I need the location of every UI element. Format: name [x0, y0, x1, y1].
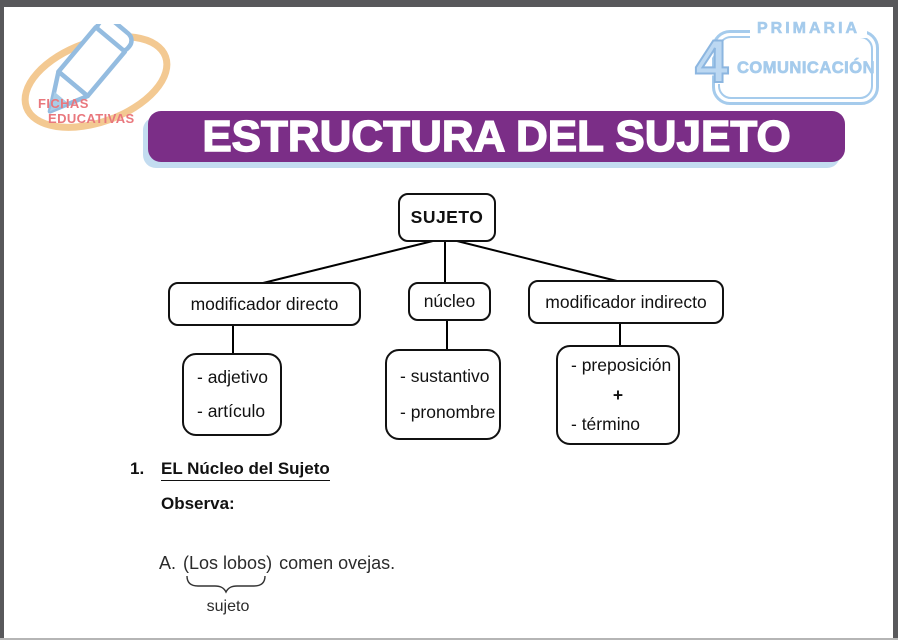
list-item: - adjetivo — [197, 367, 269, 388]
diagram-node-sujeto: SUJETO — [398, 193, 496, 242]
diagram-node-sustantivo-pronombre: - sustantivo - pronombre — [385, 349, 501, 440]
example-subject: (Los lobos) — [183, 553, 273, 573]
page-border-right — [893, 0, 898, 640]
page-border-left — [0, 0, 4, 640]
list-item: - pronombre — [400, 402, 496, 422]
diagram-node-nucleo: núcleo — [408, 282, 491, 321]
badge-subject-label: COMUNICACIÓN — [737, 59, 875, 78]
diagram-node-adjetivo-articulo: - adjetivo - artículo — [182, 353, 282, 436]
brand-name: FICHAS EDUCATIVAS — [38, 96, 135, 126]
title-banner: ESTRUCTURA DEL SUJETO — [148, 111, 845, 162]
fichas-educativas-logo: FICHAS EDUCATIVAS — [8, 24, 183, 149]
diagram-node-modificador-indirecto: modificador indirecto — [528, 280, 724, 324]
list-item: - artículo — [197, 400, 266, 421]
page-title: ESTRUCTURA DEL SUJETO — [202, 111, 792, 161]
example-label: A. — [159, 553, 177, 573]
example-rest: comen ovejas. — [279, 553, 396, 573]
section-heading: EL Núcleo del Sujeto — [161, 459, 330, 481]
section-subheading: Observa: — [161, 494, 235, 513]
diagram-node-preposicion-termino: - preposición + - término — [556, 345, 680, 445]
underbrace — [186, 575, 266, 594]
badge-frame — [712, 30, 879, 105]
brace-label-sujeto: sujeto — [206, 598, 250, 615]
badge-primaria-label: PRIMARIA — [750, 20, 868, 38]
page-border-bottom — [0, 638, 898, 640]
section-number: 1. — [130, 459, 145, 478]
pencil-icon — [21, 24, 171, 131]
list-item: - sustantivo — [400, 366, 490, 386]
list-item: - preposición — [571, 355, 672, 376]
plus-sign: + — [612, 384, 624, 405]
example-sentence: A. (Los lobos) comen ovejas. — [159, 553, 395, 574]
diagram-node-modificador-directo: modificador directo — [168, 282, 361, 326]
list-item: - término — [571, 413, 641, 434]
badge-grade-number: 4 — [694, 28, 729, 95]
page-border-top — [0, 0, 898, 7]
brand-line1: FICHAS — [38, 96, 89, 111]
brand-line2: EDUCATIVAS — [48, 111, 135, 126]
primaria-comunicacion-badge: PRIMARIA 4 COMUNICACIÓN — [694, 18, 880, 105]
